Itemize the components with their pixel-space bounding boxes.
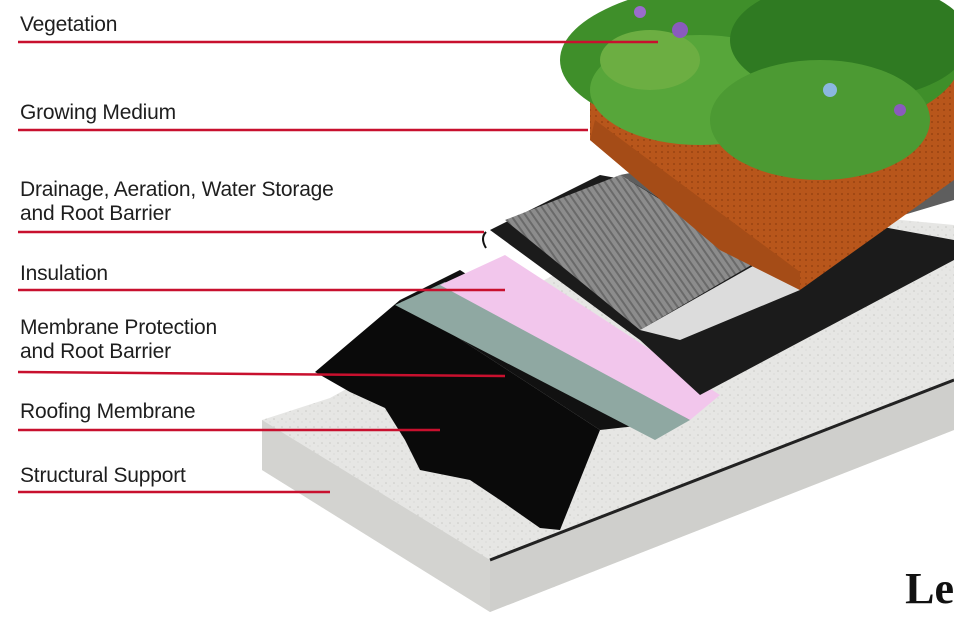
label-insulation: Insulation — [20, 262, 108, 286]
leader-lines — [17, 40, 658, 494]
label-line: Membrane Protection — [20, 316, 217, 339]
label-roofing-membrane: Roofing Membrane — [20, 400, 196, 424]
label-growing-medium: Growing Medium — [20, 101, 176, 125]
label-line: and Root Barrier — [20, 340, 171, 363]
label-vegetation: Vegetation — [20, 13, 117, 37]
membrane-protection-layer — [395, 282, 690, 440]
corner-text: Le — [905, 564, 954, 613]
label-membrane-protection: Membrane Protection and Root Barrier — [20, 316, 217, 364]
label-line: and Root Barrier — [20, 202, 171, 225]
vegetation-layer — [560, 0, 954, 180]
label-line: Insulation — [20, 262, 108, 285]
label-drainage: Drainage, Aeration, Water Storage and Ro… — [20, 178, 334, 226]
label-structural-support: Structural Support — [20, 464, 186, 488]
insulation-layer — [440, 255, 720, 420]
label-line: Vegetation — [20, 13, 118, 36]
label-line: Roofing Membrane — [20, 400, 196, 423]
leader-membrane-protection — [17, 370, 506, 378]
label-line: Structural Support — [20, 464, 186, 487]
label-line: Growing Medium — [20, 101, 176, 124]
label-line: Drainage, Aeration, Water Storage — [20, 178, 334, 201]
